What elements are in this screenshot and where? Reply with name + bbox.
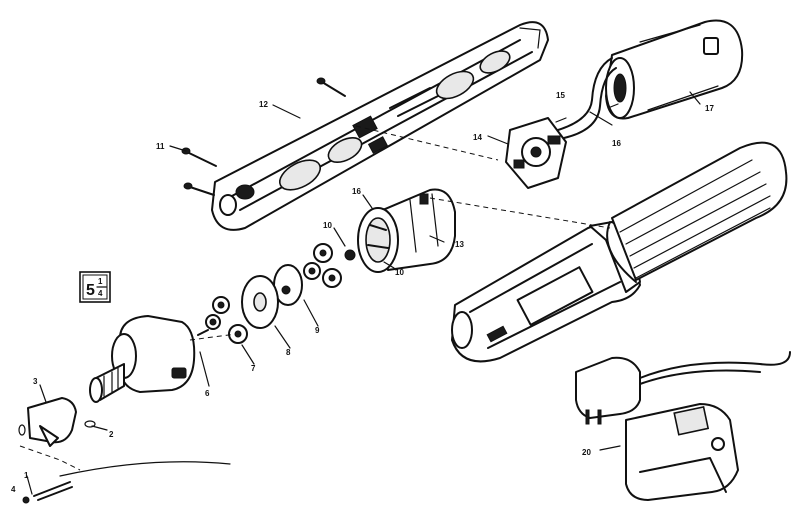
collar-part [18,397,96,447]
upper-housing-part [211,21,549,231]
lower-housing-part [451,221,641,363]
ratio-badge: 5 1 4 [79,271,111,303]
ratio-numerator: 1 [98,277,103,286]
callout-labels: 1 2 3 4 6 7 8 9 10 10 11 12 13 14 15 16 … [11,91,714,494]
callout-7: 7 [251,364,256,373]
callout-2: 2 [109,430,114,439]
callout-14: 14 [473,133,482,142]
motor-part [357,188,456,273]
callout-11: 11 [156,142,165,151]
baseline-curve [59,461,231,477]
callout-3: 3 [33,377,38,386]
callout-10-lower: 10 [395,268,404,277]
ratio-whole: 5 [86,282,95,299]
gear-housing-part [89,315,196,403]
callout-12: 12 [259,100,268,109]
ratio-denominator: 4 [98,289,103,298]
callout-16-right: 16 [612,139,621,148]
callout-17: 17 [705,104,714,113]
bit-part [22,481,73,504]
callout-10-upper: 10 [323,221,332,230]
charger-part [575,351,791,501]
callout-16-motor: 16 [352,187,361,196]
wire-leads-part [557,57,619,139]
gear-train-part [197,243,356,344]
callout-4: 4 [11,485,16,494]
screws-part [181,77,346,196]
callout-8: 8 [286,348,291,357]
brush-holder-part [505,117,567,189]
callout-9: 9 [315,326,320,335]
leader-lines [19,91,701,495]
callout-13: 13 [455,240,464,249]
callout-20: 20 [582,448,591,457]
ribbed-grip-part [606,141,788,283]
callout-15: 15 [556,91,565,100]
callout-1: 1 [24,471,29,480]
battery-pack-part [605,19,744,120]
callout-6: 6 [205,389,210,398]
